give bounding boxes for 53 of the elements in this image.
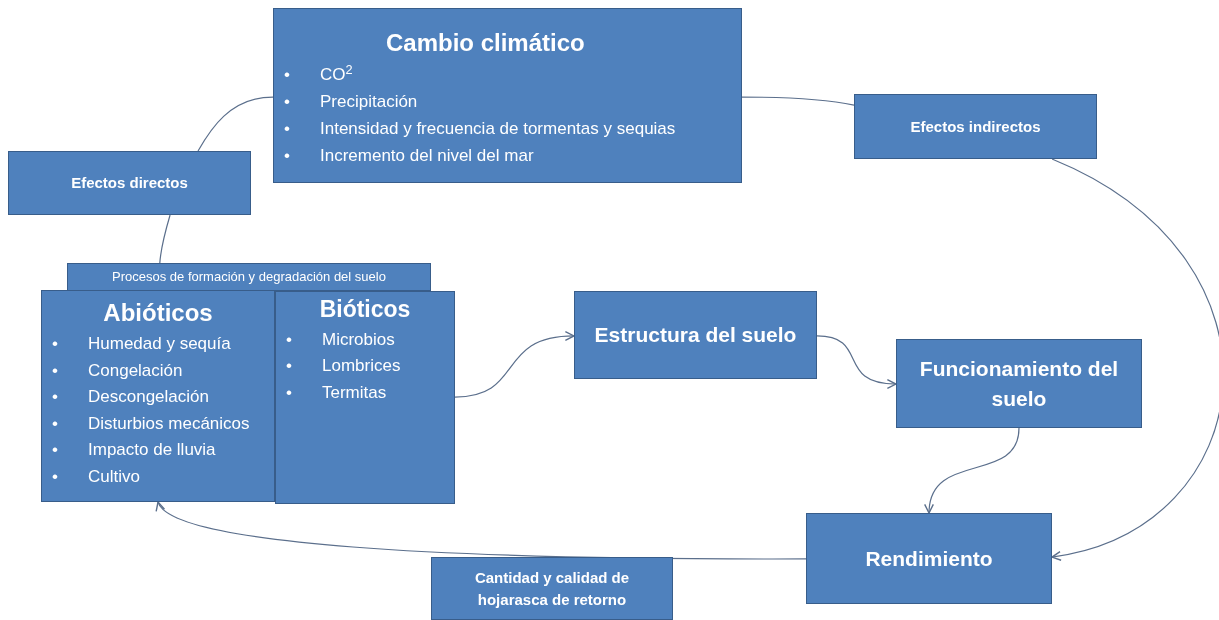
bullet-item: CO$^{2}$: [320, 61, 353, 86]
box-heading: Abióticos: [102, 298, 214, 328]
connector: [454, 331, 575, 398]
bullet-mark: •: [284, 64, 291, 86]
process-box: [854, 94, 1097, 159]
bullet-mark: •: [284, 145, 291, 167]
bullet-item: Humedad y sequía: [88, 333, 231, 355]
process-box: [574, 291, 817, 379]
connector: [197, 96, 274, 152]
box-label: Procesos de formación y degradación del suelo: [112, 268, 386, 287]
bullet-item: Cultivo: [88, 465, 140, 488]
box-label: Efectos indirectos: [910, 116, 1041, 137]
bullet-mark: •: [52, 412, 59, 435]
bullet-item: Disturbios mecánicos: [88, 412, 250, 435]
bullet-item: Descongelación: [88, 386, 209, 408]
bullet-mark: •: [284, 91, 291, 113]
bullet-mark: •: [52, 439, 59, 461]
bullet-item: Lombrices: [322, 355, 401, 377]
connector: [1051, 158, 1219, 560]
bullet-item: Microbios: [322, 328, 395, 351]
header-band: [67, 263, 431, 291]
bullet-mark: •: [52, 386, 59, 408]
connector: [741, 96, 855, 106]
bullet-item: Intensidad y frecuencia de tormentas y sequias: [320, 118, 676, 140]
bullet-mark: •: [286, 328, 293, 351]
bullet-item: Precipitación: [320, 91, 418, 113]
box-heading: Bióticos: [318, 295, 412, 324]
box-label: Cantidad y calidad de hojarasca de retorno: [473, 567, 631, 610]
process-box: [273, 8, 742, 183]
connector: [816, 335, 897, 389]
bullet-item: Congelación: [88, 359, 183, 382]
bullet-mark: •: [284, 118, 291, 140]
connector: [925, 427, 1020, 514]
box-label: Rendimiento: [865, 545, 993, 572]
process-box: [41, 290, 275, 502]
process-box: [806, 513, 1052, 604]
bullet-mark: •: [52, 465, 59, 488]
box-label: Estructura del suelo: [594, 322, 797, 348]
bullet-mark: •: [52, 333, 59, 355]
bullet-item: Termitas: [322, 381, 387, 404]
bullet-item: Incremento del nivel del mar: [320, 145, 534, 167]
bullet-mark: •: [286, 381, 293, 404]
process-box: [275, 291, 455, 504]
box-label: Efectos directos: [71, 173, 188, 193]
process-box: [8, 151, 251, 215]
connector: [159, 214, 171, 264]
bullet-mark: •: [52, 359, 59, 382]
process-box: [431, 557, 673, 620]
box-label: Funcionamiento del suelo: [918, 355, 1120, 412]
bullet-mark: •: [286, 355, 293, 377]
process-box: [896, 339, 1142, 428]
box-heading: Cambio climático: [385, 28, 586, 58]
bullet-item: Impacto de lluvia: [88, 439, 216, 461]
